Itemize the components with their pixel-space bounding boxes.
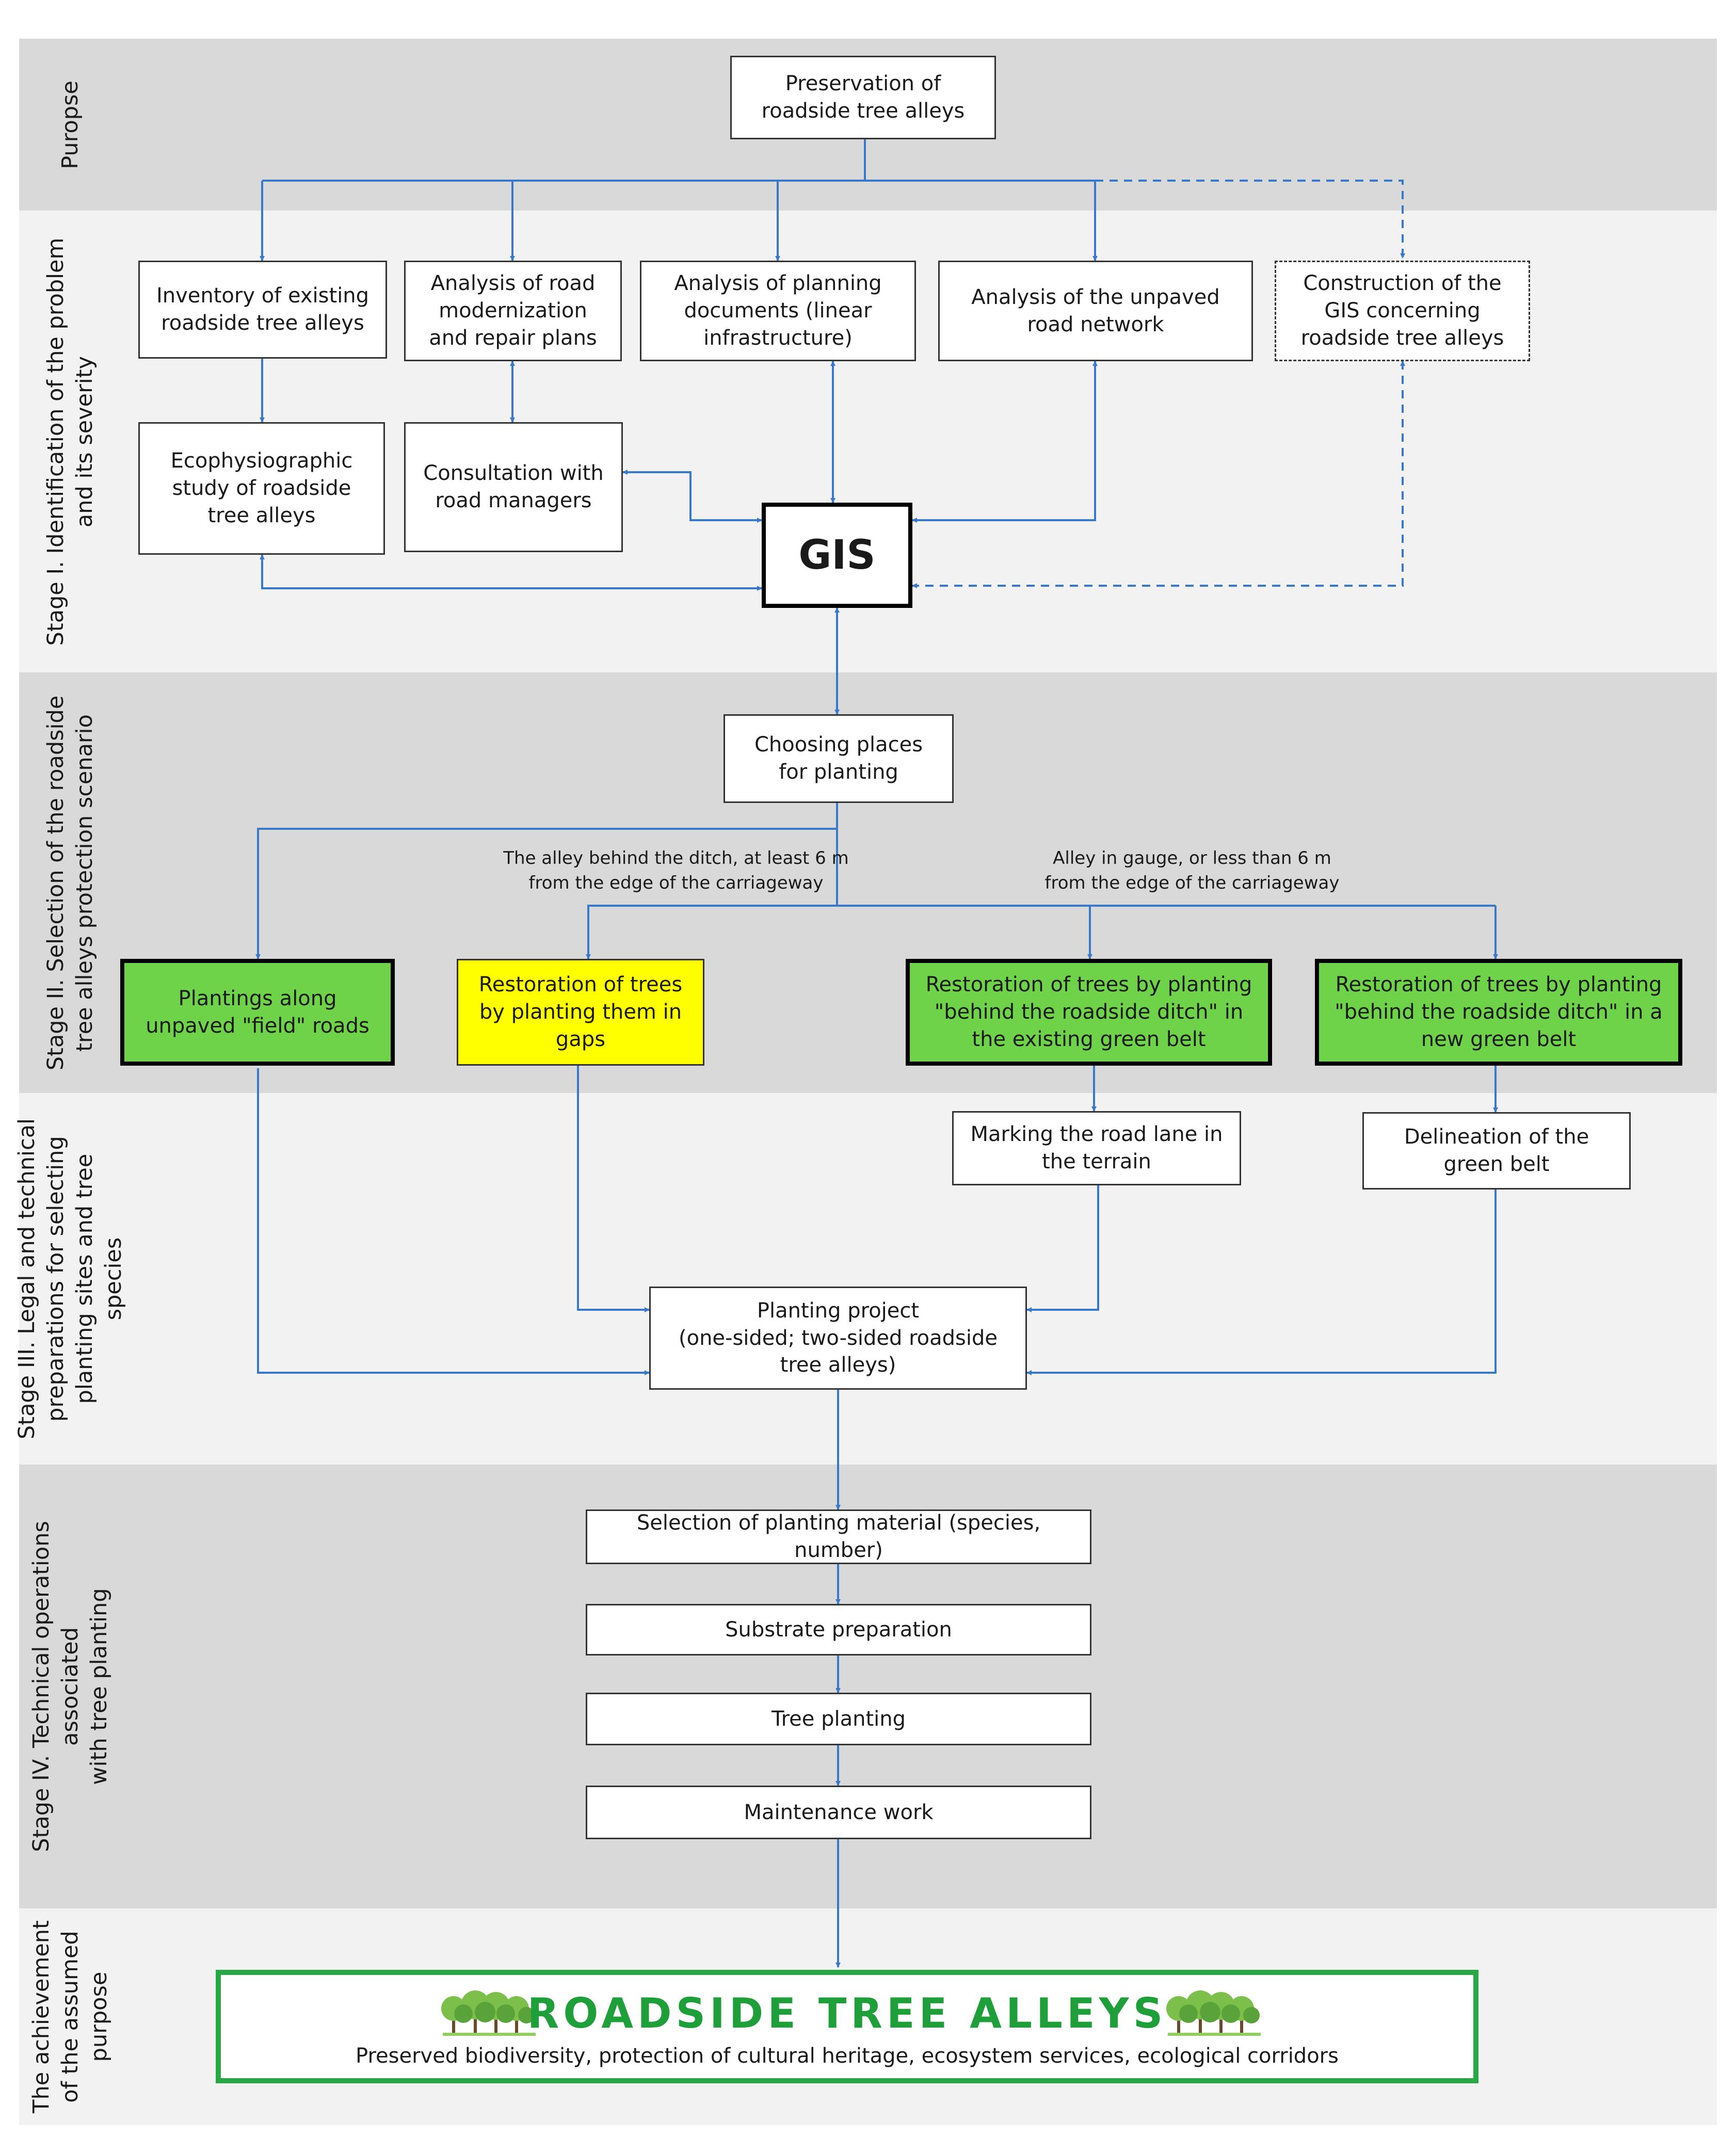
inventory-line-1: Inventory of existing xyxy=(156,284,369,308)
arrow-marking-project xyxy=(1026,1185,1099,1312)
planning-docs-line-3: infrastructure) xyxy=(703,326,853,350)
planning-docs-line-1: Analysis of planning xyxy=(674,271,882,296)
arrow-unpaved-gis xyxy=(912,361,1098,523)
box-plantings-field-roads: Plantings along unpaved "field" roads xyxy=(120,959,395,1066)
arrow-consultation-gis xyxy=(622,470,762,523)
box-substrate: Substrate preparation xyxy=(586,1604,1091,1656)
new-belt-line-3: new green belt xyxy=(1421,1027,1577,1051)
final-roadside-tree-alleys: ROADSIDE TREE ALLEYS Preserved biodivers… xyxy=(216,1970,1478,2083)
tree-cluster-icon xyxy=(441,1990,536,2036)
unpaved-network-line-2: road network xyxy=(1027,312,1164,336)
field-roads-line-1: Plantings along xyxy=(178,986,337,1010)
delineation-line-1: Delineation of the xyxy=(1404,1125,1589,1149)
in-gauge-line-2: from the edge of the carriageway xyxy=(1044,872,1340,893)
box-consultation: Consultation with road managers xyxy=(404,422,623,552)
existing-belt-line-3: the existing green belt xyxy=(972,1027,1206,1051)
consultation-line-1: Consultation with xyxy=(423,461,604,486)
box-unpaved-network: Analysis of the unpaved road network xyxy=(938,261,1253,361)
box-inventory: Inventory of existing roadside tree alley… xyxy=(138,261,387,359)
field-roads-line-2: unpaved "field" roads xyxy=(146,1014,369,1038)
arrow-gisconstruction-gis xyxy=(912,361,1405,588)
arrow-to-gis-construction xyxy=(1095,180,1405,259)
preservation-line-2: roadside tree alleys xyxy=(761,99,965,123)
existing-belt-line-2: "behind the roadside ditch" in xyxy=(934,1000,1244,1024)
box-marking-lane: Marking the road lane in the terrain xyxy=(952,1111,1241,1185)
gaps-line-2: by planting them in xyxy=(479,1000,682,1024)
box-gis: GIS xyxy=(762,503,912,608)
gis-construction-line-2: GIS concerning xyxy=(1324,299,1481,323)
marking-line-1: Marking the road lane in xyxy=(970,1122,1223,1147)
gaps-line-1: Restoration of trees xyxy=(478,973,683,997)
in-gauge-line-1: Alley in gauge, or less than 6 m xyxy=(1053,848,1331,869)
ecophysiographic-line-3: tree alleys xyxy=(207,503,316,527)
project-line-3: tree alleys) xyxy=(780,1353,896,1377)
box-tree-planting: Tree planting xyxy=(586,1693,1091,1745)
unpaved-network-line-1: Analysis of the unpaved xyxy=(971,285,1220,309)
choosing-places-line-1: Choosing places xyxy=(754,733,923,757)
box-road-modernization: Analysis of road modernization and repair … xyxy=(404,261,622,361)
gaps-line-3: gaps xyxy=(555,1027,606,1051)
box-restoration-existing-belt: Restoration of trees by planting "behind … xyxy=(906,959,1272,1066)
project-line-2: (one-sided; two-sided roadside xyxy=(678,1326,998,1350)
new-belt-line-2: "behind the roadside ditch" in a xyxy=(1335,1000,1663,1024)
gis-label: GIS xyxy=(798,532,876,579)
planning-docs-line-2: documents (linear xyxy=(684,299,872,323)
box-planning-documents: Analysis of planning documents (linear inf… xyxy=(640,261,916,361)
box-choosing-places: Choosing places for planting xyxy=(724,714,954,803)
substrate-label: Substrate preparation xyxy=(725,1617,952,1642)
tree-planting-label: Tree planting xyxy=(771,1707,906,1731)
final-title: ROADSIDE TREE ALLEYS xyxy=(527,1989,1167,2037)
tree-cluster-icon xyxy=(1166,1990,1261,2036)
choosing-places-line-2: for planting xyxy=(779,760,898,784)
arrow-field-project xyxy=(257,1068,650,1375)
gis-construction-line-1: Construction of the xyxy=(1303,271,1502,296)
box-selection-material: Selection of planting material (species,… xyxy=(586,1509,1091,1564)
behind-ditch-line-2: from the edge of the carriageway xyxy=(528,872,824,893)
box-planting-project: Planting project (one-sided; two-sided ro… xyxy=(649,1287,1027,1390)
new-belt-line-1: Restoration of trees by planting xyxy=(1335,973,1662,997)
arrow-to-field-roads xyxy=(255,828,837,959)
consultation-line-2: road managers xyxy=(435,489,592,512)
box-delineation: Delineation of the green belt xyxy=(1362,1112,1631,1190)
box-restoration-gaps: Restoration of trees by planting them in g… xyxy=(457,959,704,1066)
marking-line-2: the terrain xyxy=(1042,1150,1151,1174)
arrow-gaps-project xyxy=(577,1066,650,1312)
scenario-label-in-gauge: Alley in gauge, or less than 6 m from th… xyxy=(1024,846,1360,895)
final-subtitle: Preserved biodiversity, protection of cu… xyxy=(356,2044,1339,2068)
maintenance-label: Maintenance work xyxy=(744,1800,934,1824)
road-modernization-line-1: Analysis of road xyxy=(430,271,596,296)
behind-ditch-line-1: The alley behind the ditch, at least 6 m xyxy=(503,848,849,869)
scenario-label-behind-ditch: The alley behind the ditch, at least 6 m… xyxy=(495,846,857,895)
box-restoration-new-belt: Restoration of trees by planting "behind … xyxy=(1315,959,1682,1066)
box-preservation: Preservation of roadside tree alleys xyxy=(730,56,996,139)
inventory-line-2: roadside tree alleys xyxy=(161,311,364,335)
road-modernization-line-3: and repair plans xyxy=(429,326,597,350)
existing-belt-line-1: Restoration of trees by planting xyxy=(925,973,1252,997)
road-modernization-line-2: modernization xyxy=(439,299,587,323)
ecophysiographic-line-1: Ecophysiographic xyxy=(170,449,353,473)
arrow-delineation-project xyxy=(1026,1190,1497,1375)
ecophysiographic-line-2: study of roadside xyxy=(172,476,351,501)
box-maintenance: Maintenance work xyxy=(586,1786,1091,1839)
gis-construction-line-3: roadside tree alleys xyxy=(1300,326,1504,350)
preservation-line-1: Preservation of xyxy=(785,72,941,96)
selection-material-label: Selection of planting material (species,… xyxy=(636,1511,1041,1562)
delineation-line-2: green belt xyxy=(1443,1152,1550,1176)
arrow-ecophys-gis xyxy=(260,554,762,591)
project-line-1: Planting project xyxy=(757,1298,920,1323)
